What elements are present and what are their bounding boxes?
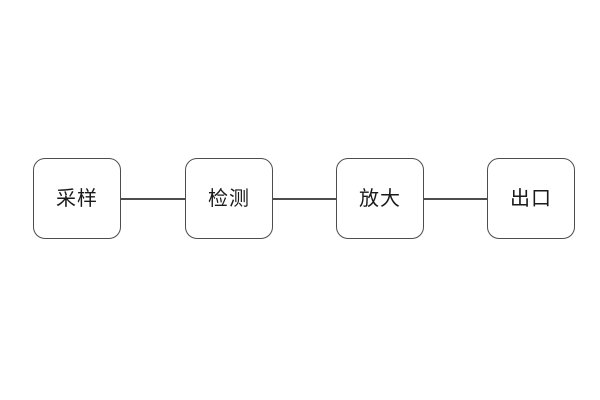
flow-node-amplify: 放大 xyxy=(336,158,424,239)
connector-line-3 xyxy=(424,198,487,200)
flow-node-label: 采样 xyxy=(56,187,98,210)
connector-line-2 xyxy=(272,198,336,200)
connector-line-1 xyxy=(121,198,185,200)
flow-node-outlet: 出口 xyxy=(487,158,575,239)
flow-node-detection: 检测 xyxy=(185,158,273,239)
flow-node-label: 放大 xyxy=(359,187,401,210)
flow-node-label: 检测 xyxy=(208,187,250,210)
flow-node-label: 出口 xyxy=(510,187,552,210)
flow-node-sampling: 采样 xyxy=(33,158,121,239)
